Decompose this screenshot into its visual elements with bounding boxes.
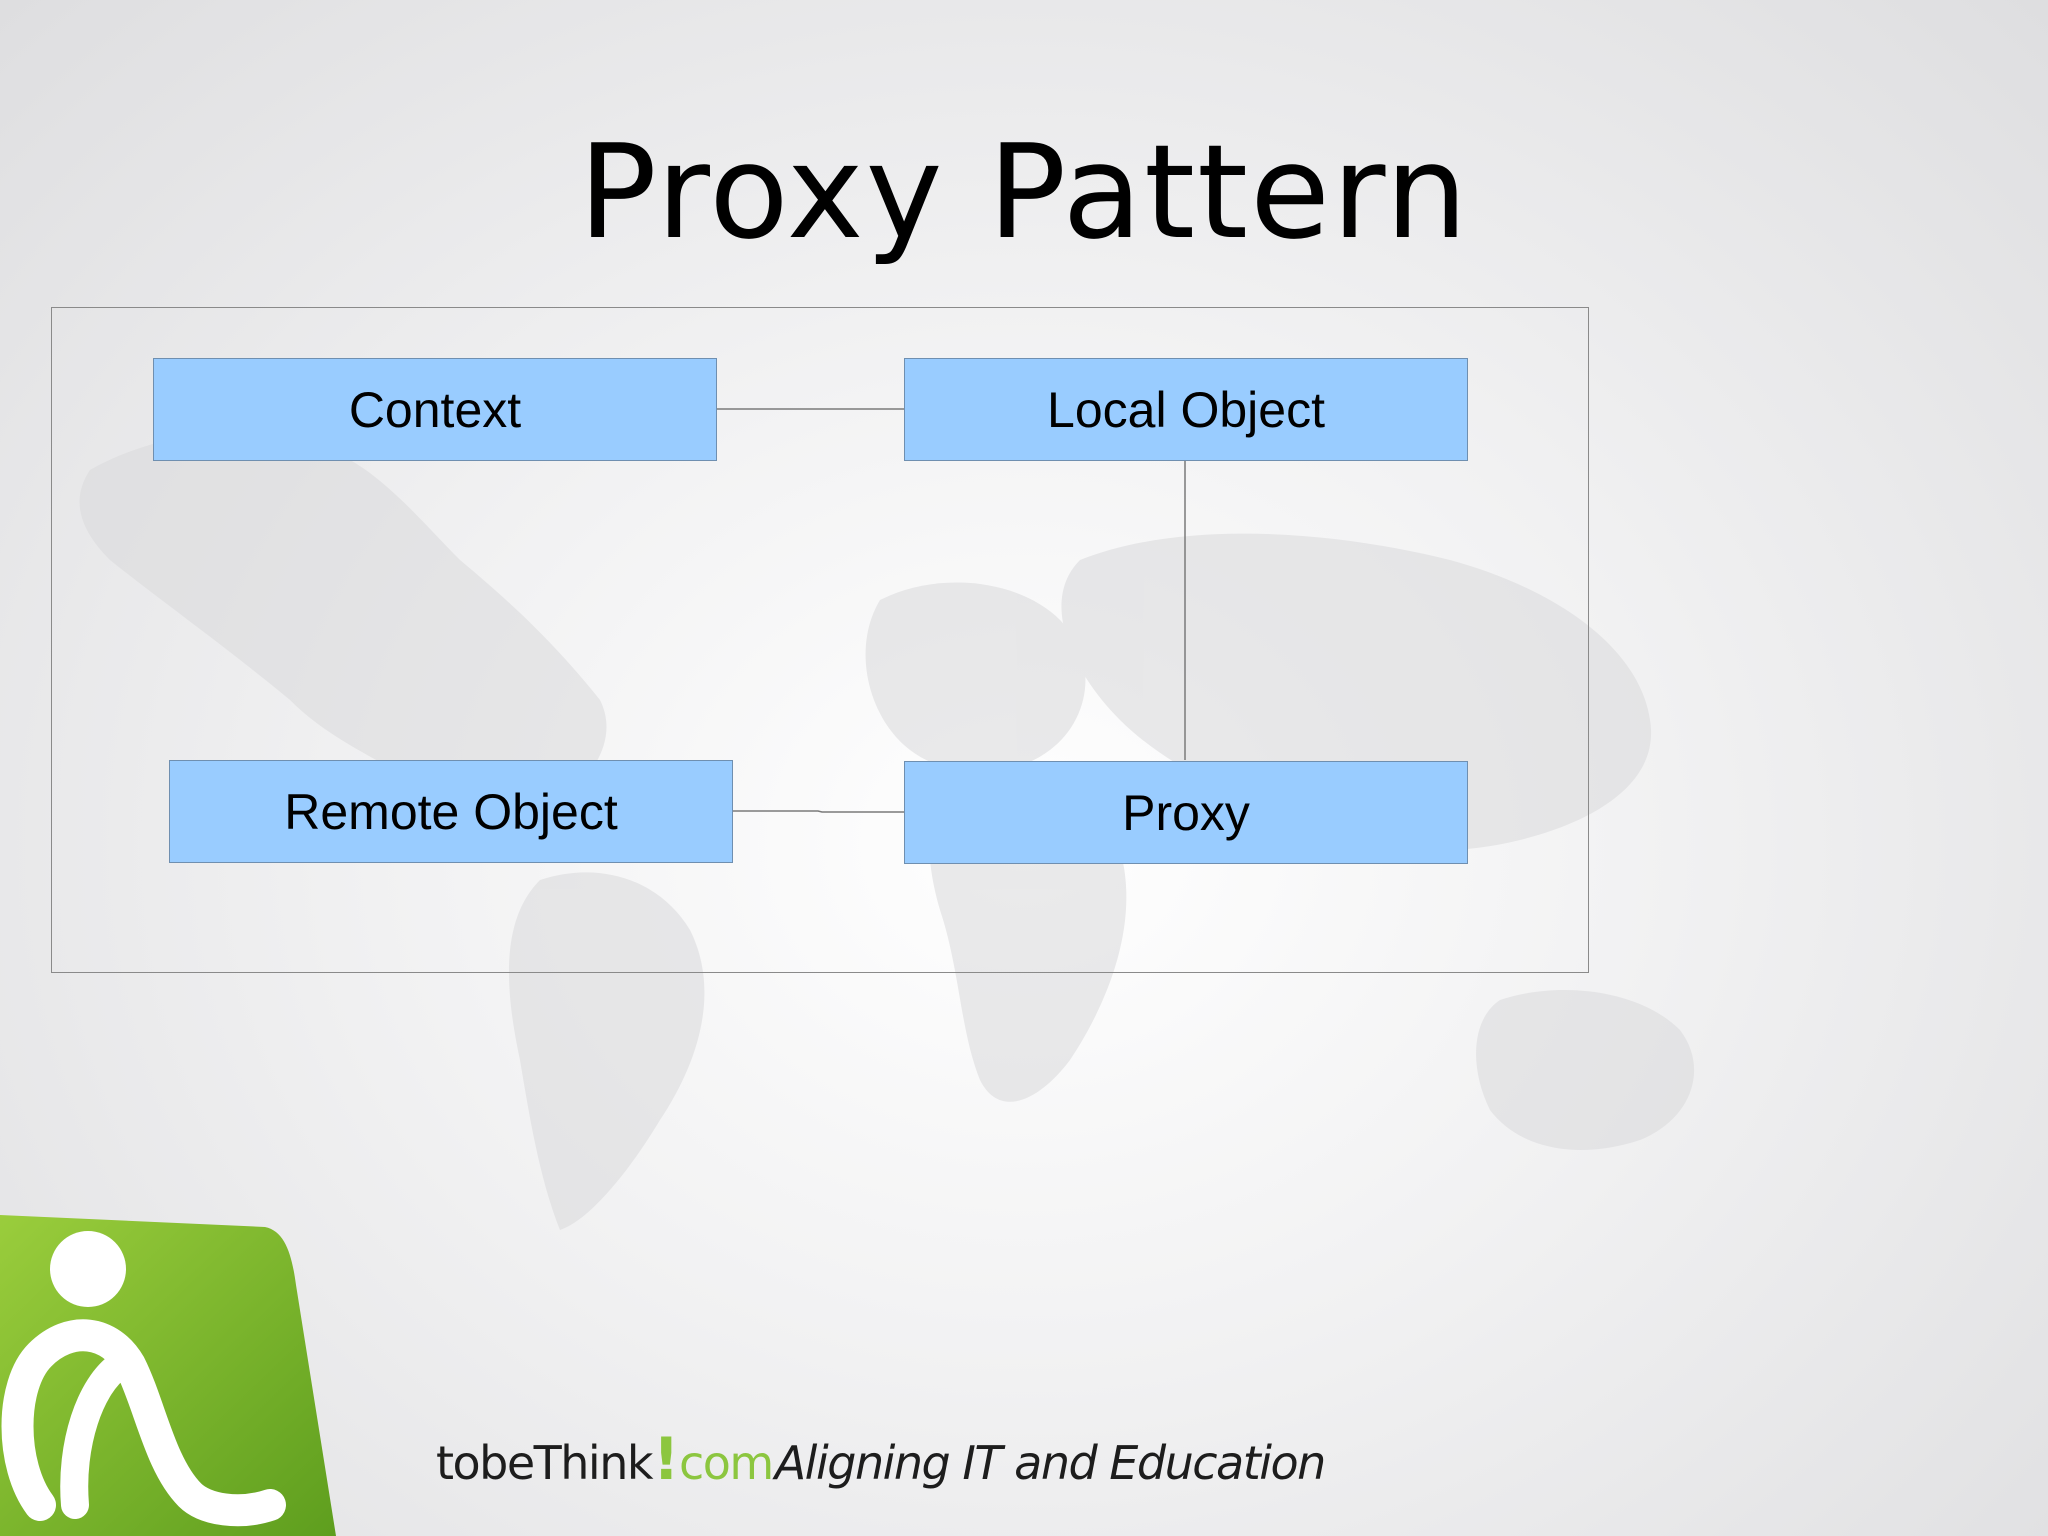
footer-tagline: Aligning IT and Education xyxy=(774,1436,1327,1490)
node-context[interactable]: Context xyxy=(153,358,717,461)
node-local-object[interactable]: Local Object xyxy=(904,358,1468,461)
brand-domain: com xyxy=(678,1436,774,1490)
slide-title: Proxy Pattern xyxy=(578,116,1470,268)
node-remote-object[interactable]: Remote Object xyxy=(169,760,733,863)
footer-branding: tobeThink ! com Aligning IT and Educatio… xyxy=(436,1425,1327,1495)
node-context-label: Context xyxy=(348,381,522,438)
node-remote-object-label: Remote Object xyxy=(284,783,618,840)
node-local-object-label: Local Object xyxy=(1047,381,1325,438)
diagram-frame xyxy=(51,307,1589,973)
edge-proxy-remote-object xyxy=(732,810,904,813)
node-proxy[interactable]: Proxy xyxy=(904,761,1468,864)
node-proxy-label: Proxy xyxy=(1122,784,1250,841)
brand-exclamation: ! xyxy=(653,1425,679,1493)
brand-name: tobeThink xyxy=(436,1436,654,1490)
tobethink-logo-icon xyxy=(0,1215,336,1536)
